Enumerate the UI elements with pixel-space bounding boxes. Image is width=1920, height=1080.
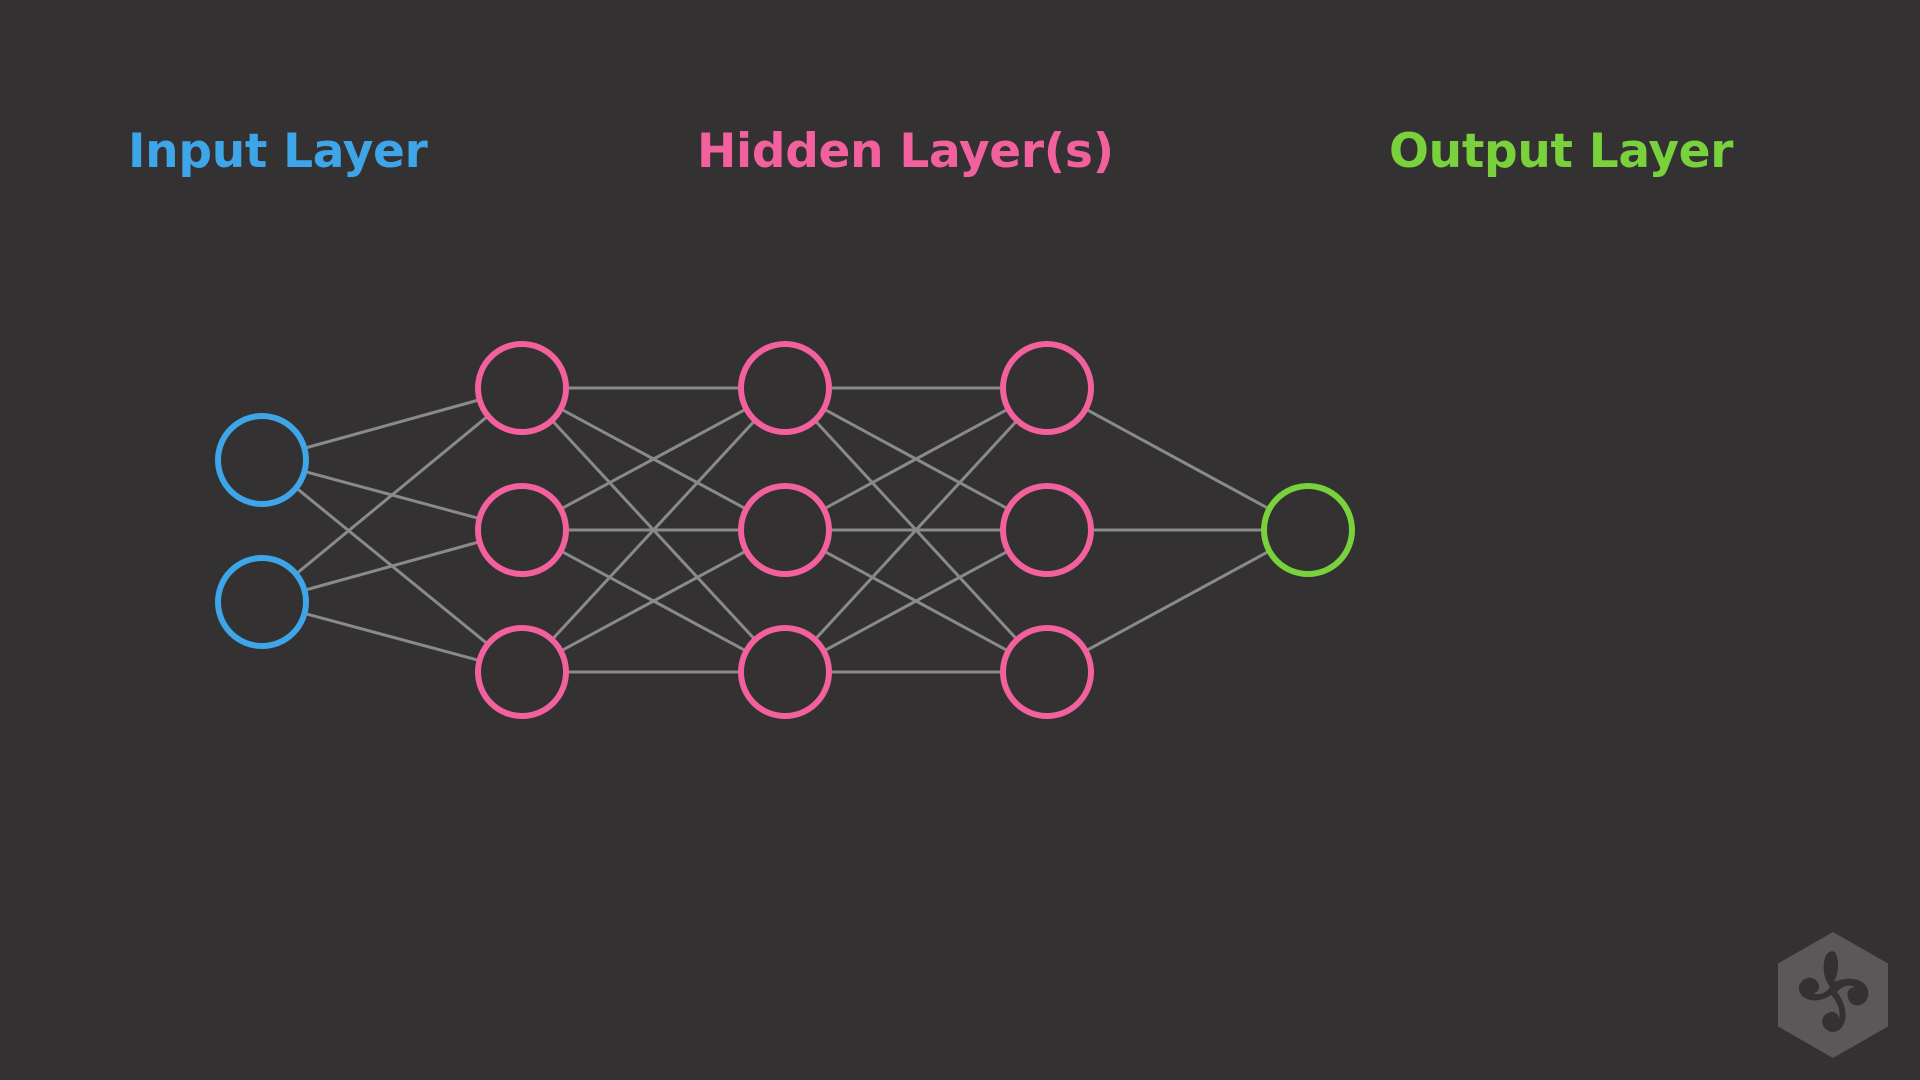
neuron-node-hidden-2-3[interactable]	[738, 625, 832, 719]
connection-edge	[559, 407, 748, 511]
input-layer-label: Input Layer	[128, 124, 428, 179]
hidden-layer-label: Hidden Layer(s)	[697, 124, 1114, 179]
neuron-node-hidden-2-1[interactable]	[738, 341, 832, 435]
branching-neuron-icon	[1798, 951, 1869, 1032]
neuron-node-hidden-3-2[interactable]	[1000, 483, 1094, 577]
neuron-node-output-1[interactable]	[1261, 483, 1355, 577]
connection-edge	[550, 418, 757, 642]
connection-edge	[822, 549, 1010, 653]
connection-edge	[813, 418, 1019, 642]
neuron-node-input-2[interactable]	[215, 555, 309, 649]
edge-group	[294, 386, 1271, 674]
neuron-node-hidden-2-2[interactable]	[738, 483, 832, 577]
connection-edge	[294, 414, 490, 576]
connection-edge	[302, 540, 482, 592]
neuron-node-hidden-3-3[interactable]	[1000, 625, 1094, 719]
connection-edge	[302, 611, 482, 663]
neuron-node-input-1[interactable]	[215, 413, 309, 507]
watermark-logo	[1778, 932, 1888, 1058]
connection-edge	[822, 407, 1010, 511]
connection-edge	[1084, 407, 1271, 511]
node-group	[215, 341, 1355, 719]
connection-edge	[1084, 549, 1271, 653]
neuron-node-hidden-1-2[interactable]	[475, 483, 569, 577]
neuron-node-hidden-1-1[interactable]	[475, 341, 569, 435]
connection-edge	[302, 398, 482, 450]
neuron-node-hidden-1-3[interactable]	[475, 625, 569, 719]
connection-edge	[559, 549, 748, 653]
output-layer-label: Output Layer	[1389, 124, 1734, 179]
neuron-node-hidden-3-1[interactable]	[1000, 341, 1094, 435]
